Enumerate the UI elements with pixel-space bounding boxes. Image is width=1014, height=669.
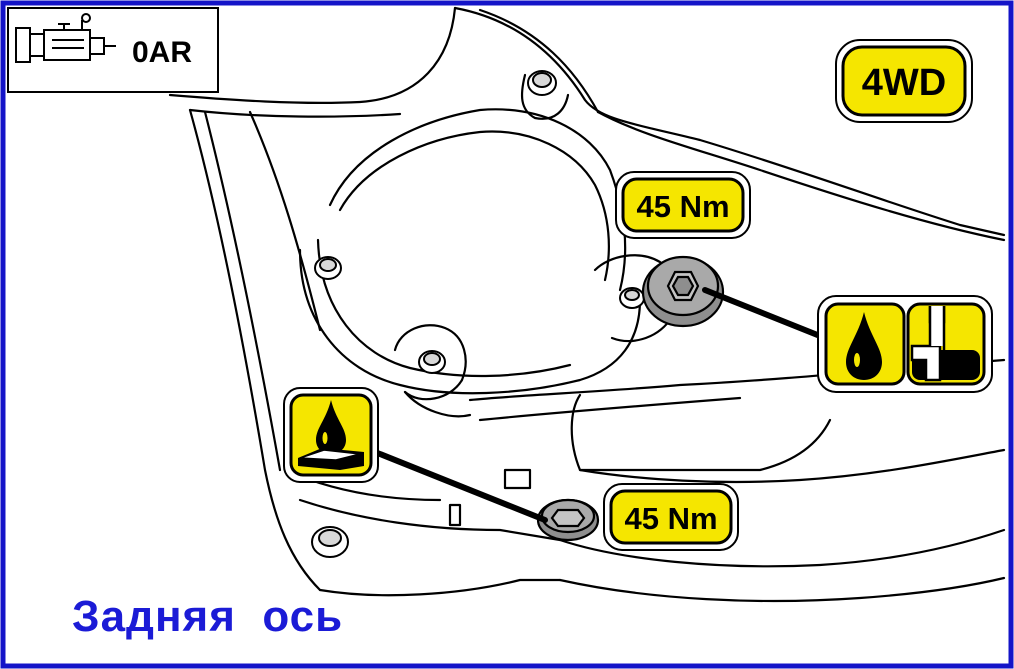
leader-drain-plug [367,447,548,523]
drain-symbol [283,387,379,483]
torque-value-fill: 45 Nm [636,189,729,224]
bolt-bottom [311,526,349,558]
bolt-top [527,70,557,96]
torque-label-fill: 45 Nm [615,171,751,239]
leader-fill-plug [702,287,833,343]
drive-badge: 4WD [835,39,973,123]
oil-drain-icon [298,400,364,470]
caption: Задняя ось [72,592,344,641]
torque-label-drain: 45 Nm [603,483,739,551]
leader-lines [367,287,833,523]
header-badge: 0AR [7,7,219,93]
gearbox-code: 0AR [132,36,192,69]
bolt-left [314,256,342,280]
fill-level-icon [910,306,980,382]
gearbox-icon [15,13,116,63]
drain-plug [536,498,600,542]
torque-value-drain: 45 Nm [624,501,717,536]
drive-badge-label: 4WD [862,62,946,104]
bolt-right-lug [619,287,645,309]
fill-plug [641,255,725,328]
axle-housing-drawing [168,6,1006,603]
housing-bolts [311,70,645,558]
bolt-lower-left [418,350,446,374]
fill-level-symbol [817,295,993,393]
